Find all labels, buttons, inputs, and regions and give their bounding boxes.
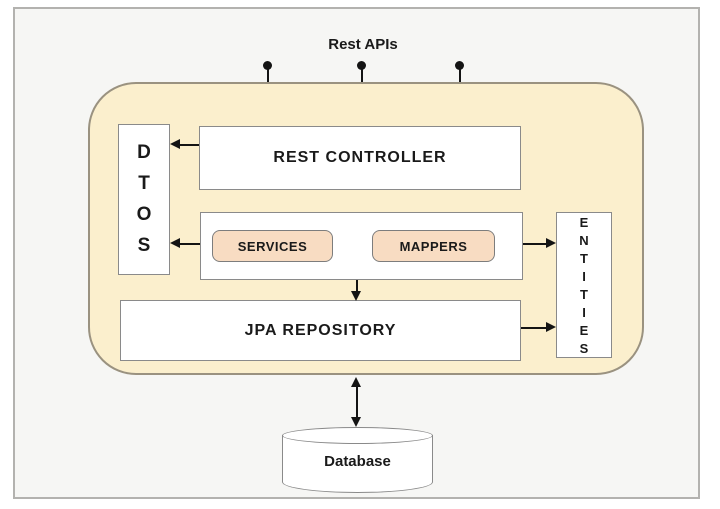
mappers-label: MAPPERS — [399, 238, 468, 254]
entities-letter: S — [579, 340, 589, 356]
dtos-letter: T — [138, 173, 150, 194]
entities-letter: T — [580, 250, 588, 266]
rest-apis-label: Rest APIs — [328, 36, 398, 53]
entities-letter: I — [582, 268, 586, 284]
rest-controller-node: REST CONTROLLER — [199, 126, 521, 190]
database-node: Database — [282, 427, 433, 493]
mappers-node: MAPPERS — [372, 230, 495, 262]
database-cylinder-top — [282, 427, 433, 444]
rest-controller-label: REST CONTROLLER — [273, 149, 447, 166]
dtos-letter: S — [137, 235, 151, 256]
dtos-letter: D — [137, 142, 151, 163]
services-node: SERVICES — [212, 230, 333, 262]
entities-letter: T — [580, 286, 588, 302]
database-label: Database — [324, 453, 391, 470]
services-label: SERVICES — [237, 238, 308, 254]
entities-letter: E — [579, 214, 589, 230]
database-cylinder-body — [282, 435, 433, 493]
jpa-repository-label: JPA REPOSITORY — [244, 321, 397, 339]
entities-letter: I — [582, 304, 586, 320]
dtos-letter: O — [136, 204, 152, 225]
dtos-node: D T O S — [118, 124, 170, 275]
entities-letter: N — [579, 232, 589, 248]
entities-letter: E — [579, 322, 589, 338]
jpa-repository-node: JPA REPOSITORY — [120, 300, 521, 361]
entities-node: E N T I T I E S — [556, 212, 612, 358]
